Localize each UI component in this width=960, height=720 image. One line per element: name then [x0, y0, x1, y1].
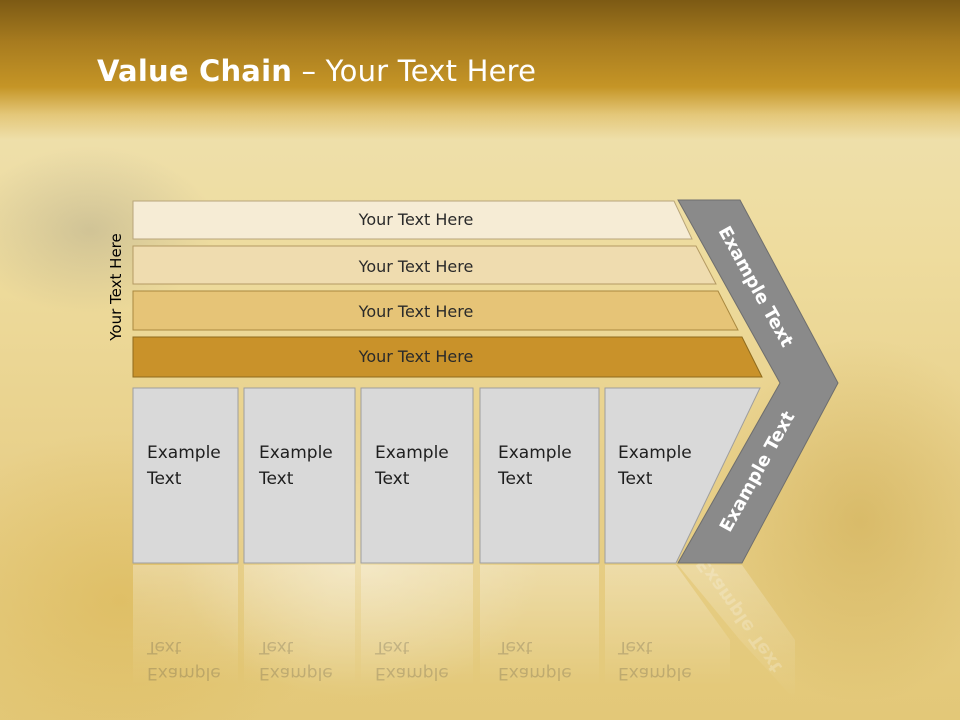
activity-box-2-line1: Example: [259, 443, 333, 463]
box-4-reflection-line2: Text: [497, 637, 533, 657]
activity-box-4-line2: Text: [497, 469, 533, 489]
activity-box-5-line2: Text: [617, 469, 653, 489]
box-3-reflection: [361, 565, 473, 685]
row-bar-4-label: Your Text Here: [358, 347, 474, 366]
slide-title: Value Chain – Your Text Here: [97, 54, 536, 88]
row-bar-1: [132, 200, 693, 240]
box-4-reflection-line1: Example: [498, 663, 572, 683]
header-band: [0, 0, 960, 140]
box-5-reflection-line1: Example: [618, 663, 692, 683]
row-bar-4: [132, 336, 763, 378]
box-5-reflection: [605, 565, 730, 685]
title-bold: Value Chain: [97, 54, 293, 88]
row-bars: Your Text Here Your Text Here Your Text …: [132, 200, 763, 378]
chevron-arrow: [677, 199, 839, 564]
box-1-reflection: [133, 565, 238, 685]
activity-box-3-line2: Text: [374, 469, 410, 489]
arrow-reflection: [678, 565, 795, 700]
row-bar-3: [132, 290, 739, 331]
activity-box-1: [132, 387, 239, 564]
activity-box-4-line1: Example: [498, 443, 572, 463]
activity-box-3: [360, 387, 474, 564]
activity-boxes: Example Text Example Text Example Text E…: [132, 387, 761, 564]
reflection: Example Text Example Text Example Text E…: [133, 554, 795, 700]
activity-box-3-line1: Example: [375, 443, 449, 463]
box-2-reflection-line2: Text: [258, 637, 294, 657]
activity-box-1-line1: Example: [147, 443, 221, 463]
box-2-reflection-line1: Example: [259, 663, 333, 683]
box-2-reflection: [244, 565, 355, 685]
box-3-reflection-line1: Example: [375, 663, 449, 683]
box-5-reflection-line2: Text: [617, 637, 653, 657]
box-4-reflection: [480, 565, 599, 685]
row-bar-2-label: Your Text Here: [358, 257, 474, 276]
row-bar-1-label: Your Text Here: [358, 210, 474, 229]
activity-box-4: [479, 387, 600, 564]
activity-box-2: [243, 387, 356, 564]
activity-box-2-line2: Text: [258, 469, 294, 489]
box-1-reflection-line2: Text: [146, 637, 182, 657]
row-bar-3-label: Your Text Here: [358, 302, 474, 321]
activity-box-5-line1: Example: [618, 443, 692, 463]
title-rest: – Your Text Here: [292, 54, 537, 88]
row-bar-2: [132, 245, 717, 285]
box-1-reflection-line1: Example: [147, 663, 221, 683]
activity-box-1-line2: Text: [146, 469, 182, 489]
box-3-reflection-line2: Text: [374, 637, 410, 657]
activity-box-5: [604, 387, 761, 564]
